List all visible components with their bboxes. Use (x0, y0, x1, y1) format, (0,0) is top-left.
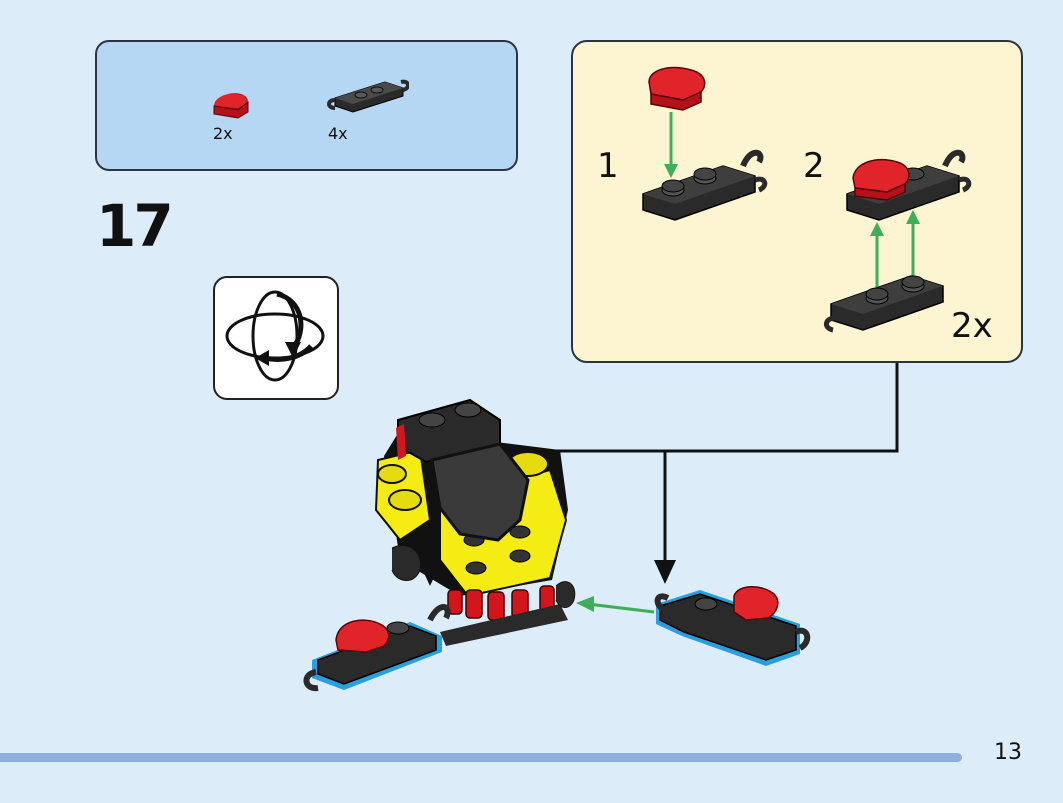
step-number: 17 (96, 192, 174, 260)
red-curved-tile-icon (648, 66, 706, 111)
yellow-robot-model (374, 398, 576, 646)
sub-step-number: 1 (597, 146, 619, 186)
red-curved-tile-icon (852, 158, 910, 201)
sub-assembly-diagram (642, 66, 972, 333)
sub-step-number: 2 (803, 146, 825, 186)
attached-clip-plate-left (303, 604, 451, 692)
attached-clip-plate-right (654, 586, 811, 666)
parts-list-callout: 2x 4x (95, 40, 518, 171)
black-clip-plate-icon (824, 275, 944, 333)
part-quantity: 2x (213, 124, 233, 143)
black-clip-plate-icon (327, 79, 409, 113)
rotate-model-icon (225, 290, 325, 382)
red-curved-tile-icon (213, 93, 249, 119)
rotate-model-hint (213, 276, 339, 400)
page-number: 13 (994, 740, 1022, 765)
sub-assembly-callout: 1 2 2x (571, 40, 1023, 363)
footer-bar (0, 753, 962, 762)
sub-assembly-multiplier: 2x (951, 306, 993, 346)
black-clip-plate-icon (642, 149, 768, 221)
part-quantity: 4x (328, 124, 348, 143)
